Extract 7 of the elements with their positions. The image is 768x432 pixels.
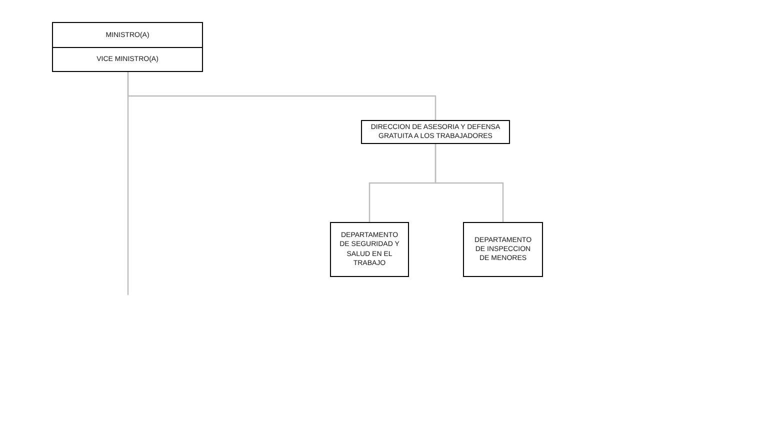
org-box (361, 120, 510, 144)
org-box (330, 222, 409, 277)
org-box (463, 222, 543, 277)
org-box (52, 22, 203, 48)
org-box (52, 47, 203, 72)
connector-line (434, 144, 504, 222)
connector-line (127, 72, 436, 120)
